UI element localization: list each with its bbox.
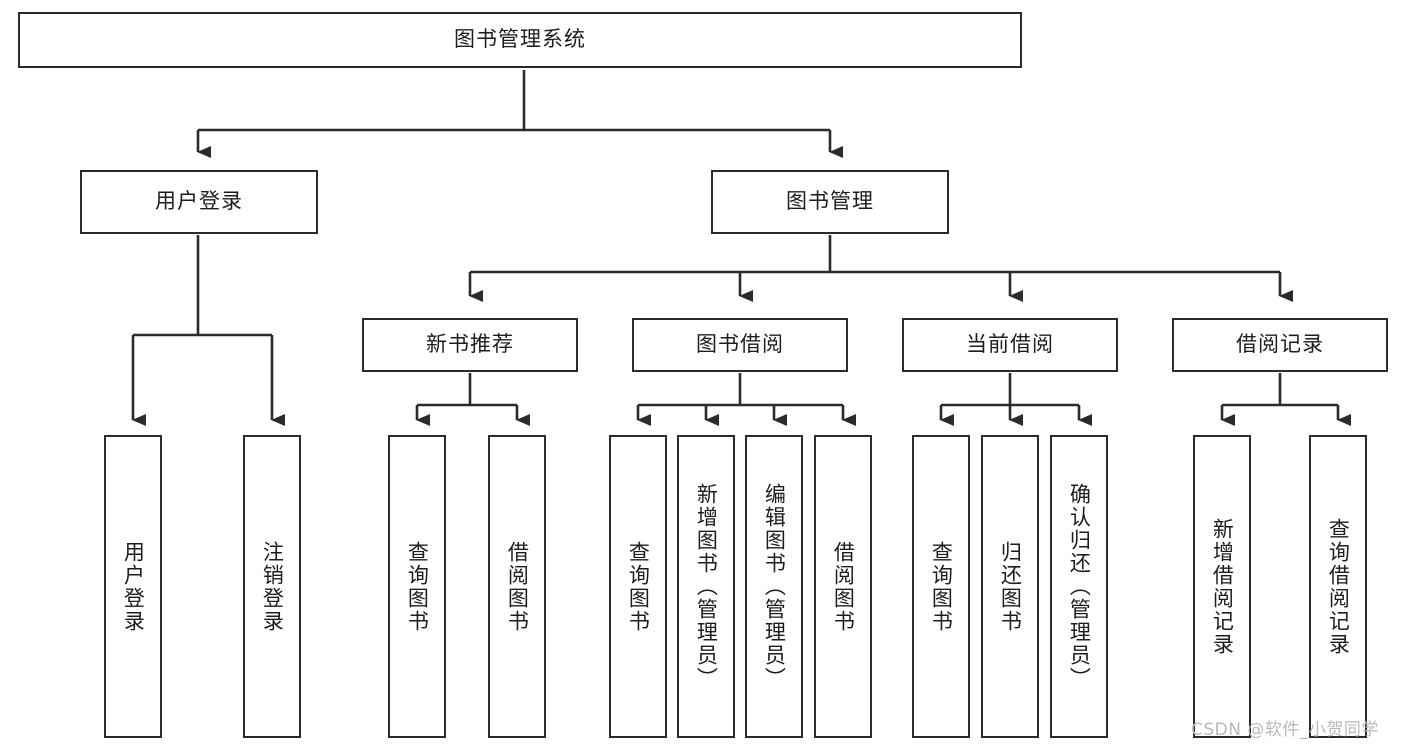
node-leaf-return-book[interactable]: 归还图书: [981, 435, 1039, 738]
node-leaf-add-book[interactable]: 新增图书（管理员）: [677, 435, 735, 738]
node-leaf-user-login-label: 用户登录: [121, 540, 146, 633]
node-book-borrow-label: 图书借阅: [696, 332, 784, 357]
node-book-manage[interactable]: 图书管理: [711, 170, 949, 234]
node-new-book-rec[interactable]: 新书推荐: [362, 318, 578, 372]
node-book-borrow[interactable]: 图书借阅: [632, 318, 848, 372]
node-leaf-query-book-1[interactable]: 查询图书: [388, 435, 446, 738]
node-leaf-user-login[interactable]: 用户登录: [104, 435, 162, 738]
node-new-book-rec-label: 新书推荐: [426, 332, 514, 357]
node-leaf-return-book-label: 归还图书: [998, 540, 1023, 633]
node-root-label: 图书管理系统: [454, 27, 586, 52]
node-leaf-query-book-3[interactable]: 查询图书: [912, 435, 970, 738]
node-current-borrow[interactable]: 当前借阅: [902, 318, 1118, 372]
node-leaf-logout-login-label: 注销登录: [260, 540, 285, 633]
node-leaf-confirm-return-label: 确认归还（管理员）: [1067, 483, 1092, 690]
node-leaf-borrow-book-2-label: 借阅图书: [831, 540, 856, 633]
node-leaf-query-record-label: 查询借阅记录: [1326, 517, 1351, 656]
node-leaf-add-record[interactable]: 新增借阅记录: [1193, 435, 1251, 738]
csdn-watermark: CSDN @软件_小贺同学: [1191, 720, 1379, 740]
node-leaf-query-book-1-label: 查询图书: [405, 540, 430, 633]
node-current-borrow-label: 当前借阅: [966, 332, 1054, 357]
node-leaf-edit-book-label: 编辑图书（管理员）: [762, 483, 787, 690]
node-leaf-logout-login[interactable]: 注销登录: [243, 435, 301, 738]
node-book-manage-label: 图书管理: [786, 189, 874, 214]
node-leaf-query-record[interactable]: 查询借阅记录: [1309, 435, 1367, 738]
node-user-login[interactable]: 用户登录: [80, 170, 318, 234]
node-borrow-record-label: 借阅记录: [1236, 332, 1324, 357]
node-leaf-query-book-3-label: 查询图书: [929, 540, 954, 633]
node-leaf-borrow-book-2[interactable]: 借阅图书: [814, 435, 872, 738]
node-leaf-add-book-label: 新增图书（管理员）: [694, 483, 719, 690]
node-leaf-query-book-2[interactable]: 查询图书: [609, 435, 667, 738]
node-user-login-label: 用户登录: [155, 189, 243, 214]
node-borrow-record[interactable]: 借阅记录: [1172, 318, 1388, 372]
node-leaf-borrow-book-1[interactable]: 借阅图书: [488, 435, 546, 738]
node-leaf-borrow-book-1-label: 借阅图书: [505, 540, 530, 633]
node-leaf-query-book-2-label: 查询图书: [626, 540, 651, 633]
node-leaf-add-record-label: 新增借阅记录: [1210, 517, 1235, 656]
node-leaf-edit-book[interactable]: 编辑图书（管理员）: [745, 435, 803, 738]
node-root[interactable]: 图书管理系统: [18, 12, 1022, 68]
node-leaf-confirm-return[interactable]: 确认归还（管理员）: [1050, 435, 1108, 738]
